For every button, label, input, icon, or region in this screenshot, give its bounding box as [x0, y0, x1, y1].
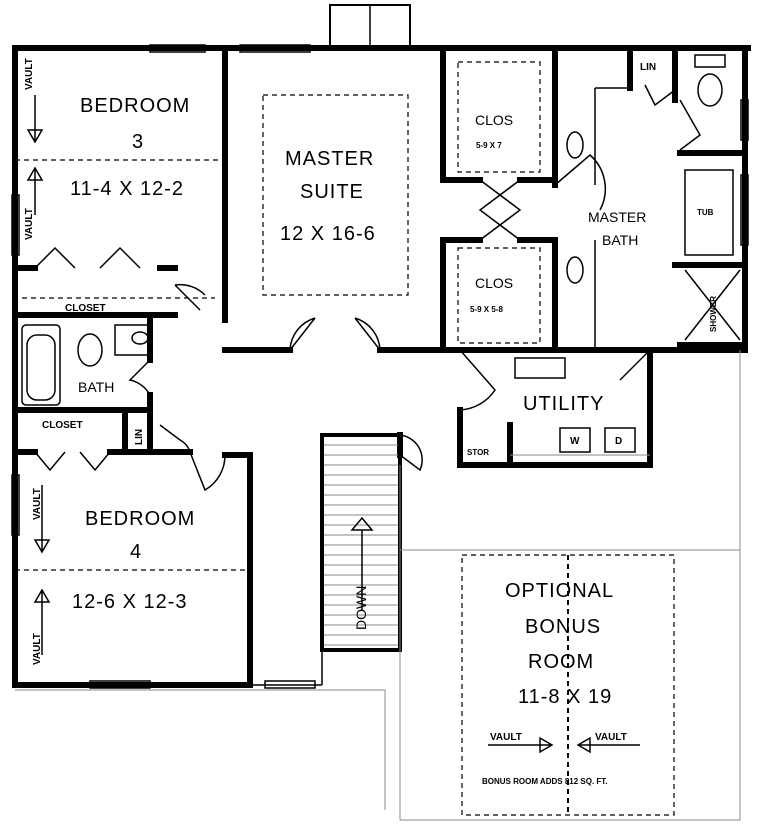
master-suite-line1: MASTER: [285, 148, 374, 170]
vault-label: VAULT: [32, 633, 43, 665]
vault-label: VAULT: [595, 732, 627, 743]
tub-label: TUB: [697, 208, 714, 217]
doors: [34, 84, 701, 492]
washer-label: W: [570, 436, 580, 447]
staircase: DOWN: [320, 433, 402, 652]
fixtures: [15, 54, 741, 571]
closet-lower-name: CLOS: [475, 275, 513, 291]
vault-label: VAULT: [24, 58, 35, 90]
shower-label: SHOWER: [709, 296, 718, 332]
master-suite-line2: SUITE: [300, 181, 364, 203]
bonus-line1: OPTIONAL: [505, 580, 614, 602]
exterior-walls: [12, 45, 751, 688]
bonus-room-outline: [15, 350, 741, 821]
closet-bed3-label: CLOSET: [65, 303, 106, 314]
bonus-size: 11-8 X 19: [518, 686, 612, 708]
bedroom3-name: BEDROOM: [80, 95, 190, 117]
vault-label: VAULT: [24, 208, 35, 240]
bonus-line3: ROOM: [528, 651, 594, 673]
utility-label: UTILITY: [523, 393, 604, 415]
hall-linen-label: LIN: [134, 429, 145, 445]
vault-label: VAULT: [32, 488, 43, 520]
stairs-direction-label: DOWN: [353, 586, 369, 630]
bedroom4-name: BEDROOM: [85, 508, 195, 530]
bedroom3-number: 3: [132, 131, 144, 153]
master-linen-label: LIN: [640, 62, 656, 73]
master-bath-line1: MASTER: [588, 209, 646, 225]
storage-label: STOR: [467, 448, 489, 457]
closet-bed4-label: CLOSET: [42, 420, 83, 431]
master-bath-line2: BATH: [602, 232, 638, 248]
closet-upper-size: 5-9 X 7: [476, 141, 502, 150]
bath-label: BATH: [78, 379, 114, 395]
master-suite-size: 12 X 16-6: [280, 223, 376, 245]
closet-upper-name: CLOS: [475, 112, 513, 128]
vault-arrows: [26, 95, 640, 754]
bedroom3-size: 11-4 X 12-2: [70, 178, 184, 200]
vault-label: VAULT: [490, 732, 522, 743]
bonus-note: BONUS ROOM ADDS 812 SQ. FT.: [482, 777, 608, 786]
bonus-line2: BONUS: [525, 616, 601, 638]
bedroom4-number: 4: [130, 541, 142, 563]
windows: [11, 44, 749, 689]
bedroom4-size: 12-6 X 12-3: [72, 591, 188, 613]
chimney: [329, 4, 411, 49]
closet-lower-size: 5-9 X 5-8: [470, 305, 503, 314]
dryer-label: D: [615, 436, 622, 447]
